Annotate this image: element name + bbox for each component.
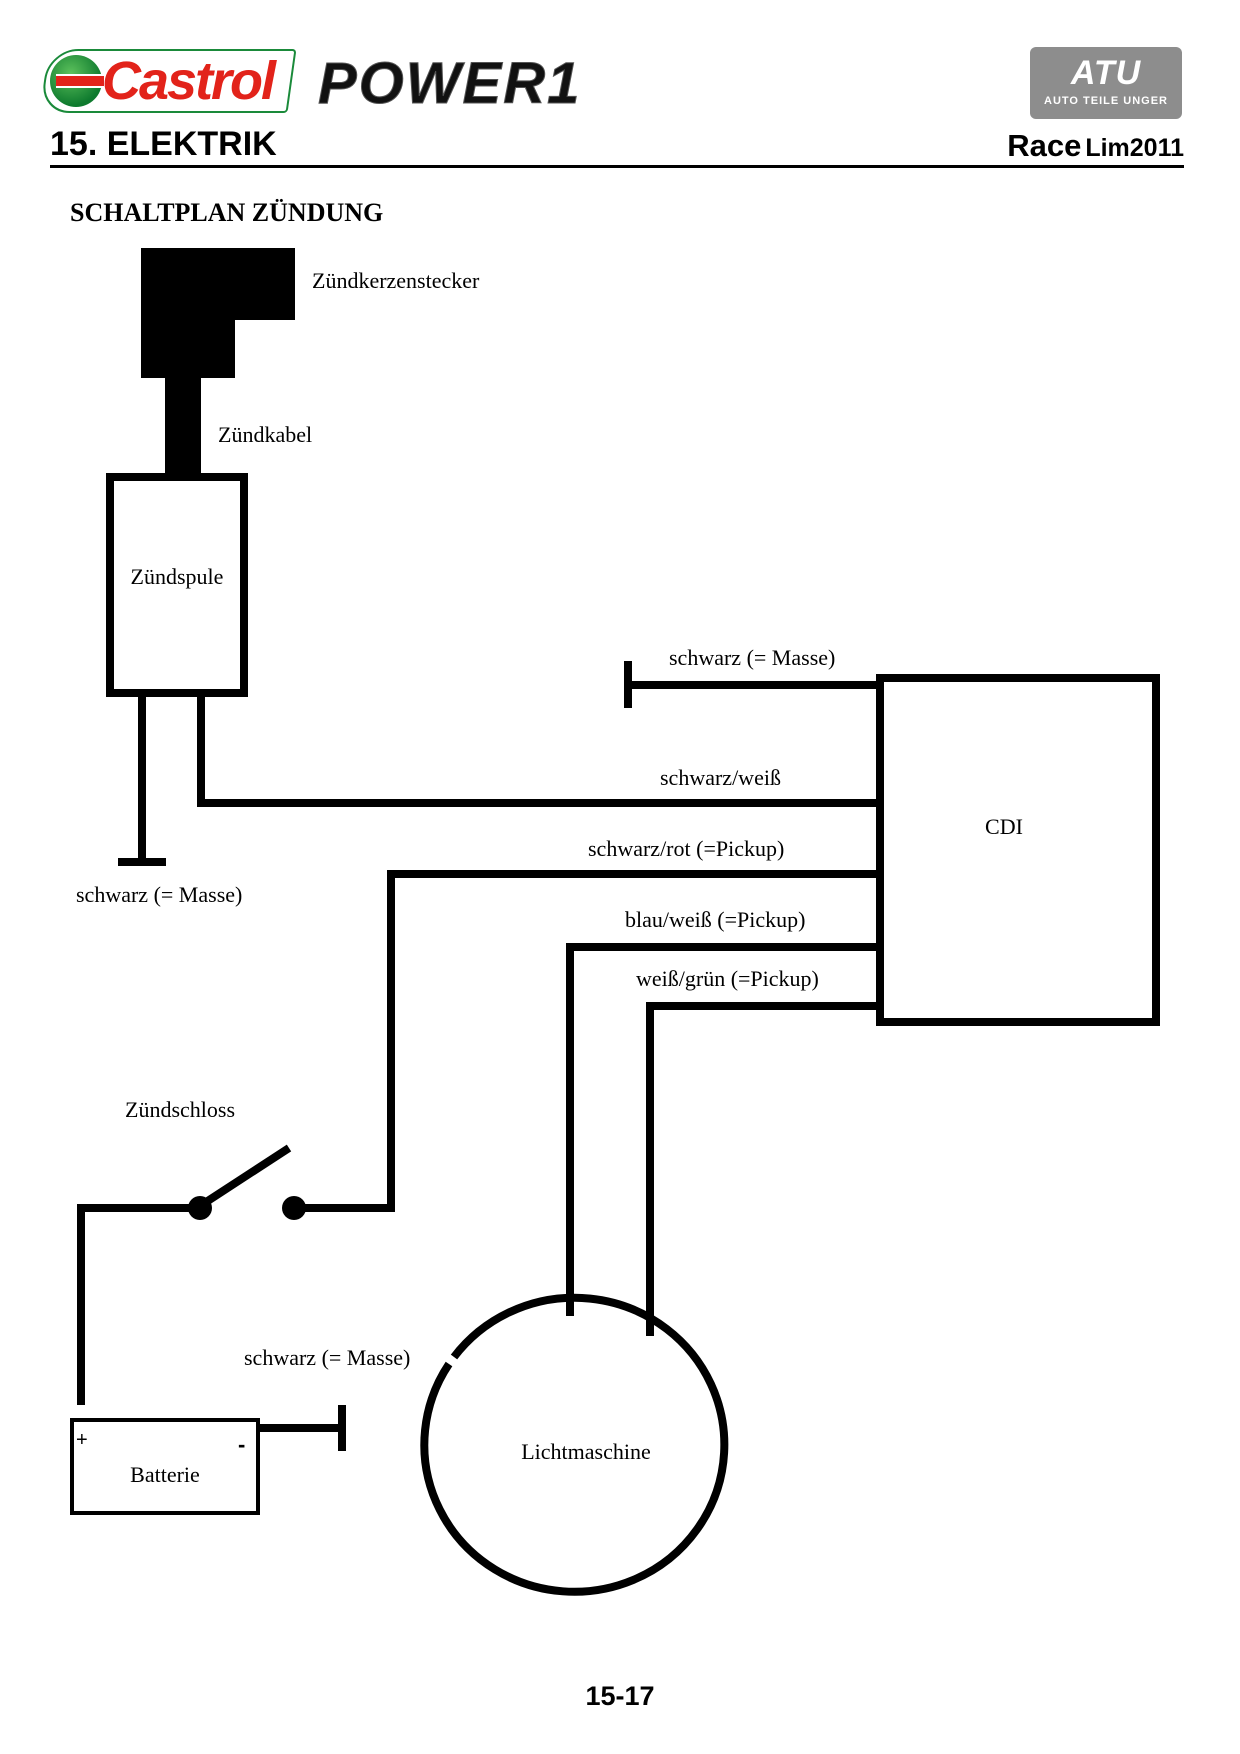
- label-switch-to-cdi: schwarz/rot (=Pickup): [588, 836, 784, 861]
- label-coil-to-cdi: schwarz/weiß: [660, 765, 781, 790]
- switch-contact-right: [282, 1196, 306, 1220]
- label-alt-white-green: weiß/grün (=Pickup): [636, 966, 819, 991]
- atu-wordmark: ATU: [1070, 54, 1142, 92]
- alt-white-green-wire: [646, 1002, 878, 1336]
- cdi-box: [876, 674, 1160, 1026]
- switch-contact-left: [188, 1196, 212, 1220]
- label-coil-ground: schwarz (= Masse): [76, 882, 242, 907]
- power1-logo: POWER1: [317, 51, 582, 116]
- model-lim: Lim2011: [1085, 134, 1184, 162]
- spark-plug-cap-shape: [141, 248, 295, 378]
- label-battery-plus: +: [76, 1429, 88, 1451]
- ignition-cable-shape: [165, 378, 201, 476]
- label-battery-minus: -: [238, 1432, 245, 1457]
- section-title: 15. ELEKTRIK: [50, 125, 277, 163]
- castrol-wordmark: Castrol: [102, 51, 276, 111]
- diagram-title: SCHALTPLAN ZÜNDUNG: [70, 198, 384, 227]
- alt-blue-white-wire: [566, 943, 878, 1316]
- castrol-stripe: [56, 74, 104, 88]
- coil-to-cdi-wire: [197, 697, 878, 807]
- label-alternator: Lichtmaschine: [521, 1439, 651, 1464]
- battery-to-switch-wire: [77, 1204, 200, 1405]
- header-rule: [50, 165, 1184, 168]
- label-battery-ground: schwarz (= Masse): [244, 1345, 410, 1370]
- label-cdi: CDI: [985, 814, 1023, 839]
- atu-subtitle: AUTO TEILE UNGER: [1044, 95, 1168, 107]
- ignition-coil-box: [106, 473, 248, 697]
- label-alt-blue-white: blau/weiß (=Pickup): [625, 907, 805, 932]
- page-number: 15-17: [585, 1681, 655, 1711]
- atu-logo: ATU AUTO TEILE UNGER: [1030, 47, 1182, 119]
- battery-box: [70, 1418, 260, 1515]
- model-race: Race: [1007, 128, 1082, 163]
- ignition-switch-lever: [197, 1144, 292, 1210]
- switch-to-cdi-wire: [387, 870, 878, 1208]
- label-ignition-switch: Zündschloss: [125, 1097, 235, 1122]
- castrol-logo: Castrol: [39, 49, 297, 113]
- label-cdi-ground: schwarz (= Masse): [669, 645, 835, 670]
- label-battery: Batterie: [130, 1462, 200, 1487]
- label-ignition-coil: Zündspule: [131, 564, 224, 589]
- label-ignition-cable: Zündkabel: [218, 422, 312, 447]
- label-spark-plug-cap: Zündkerzenstecker: [312, 268, 480, 293]
- alternator-circle: [420, 1293, 729, 1596]
